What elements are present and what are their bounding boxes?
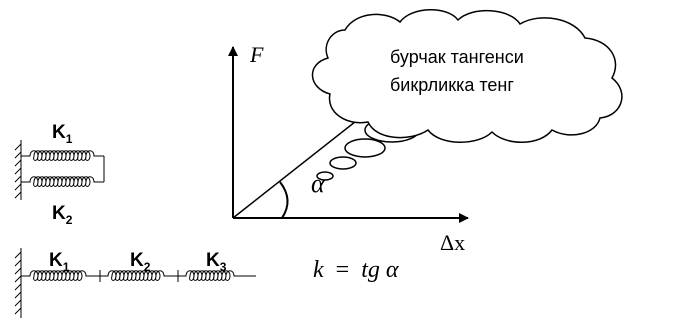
x-axis-label: Δx [440, 230, 465, 255]
parallel-k1-label: K1 [52, 122, 73, 146]
series-spring-k3-coil [178, 270, 256, 281]
cloud-text-line1: бурчак тангенси [390, 47, 524, 67]
force-graph: F Δx α k = tg α [228, 42, 469, 283]
formula-lhs: k [313, 257, 324, 283]
cloud-text-line2: бикрликка тенг [390, 75, 514, 95]
cloud-shape [311, 9, 623, 143]
formula: k = tg α [313, 257, 399, 283]
parallel-springs: K1 K2 [14, 122, 105, 227]
bubble-large [344, 138, 386, 158]
series-spring-k2-coil [100, 270, 178, 281]
series-k3-label: K3 [206, 250, 227, 274]
spring-k1-coil [21, 150, 104, 161]
series-springs: K1 K2 K3 [14, 248, 256, 318]
angle-arc [279, 181, 289, 219]
bubble-medium [329, 156, 357, 170]
formula-equals: = [336, 257, 350, 283]
formula-func: tg [361, 257, 380, 283]
bubble-small [316, 171, 334, 181]
formula-arg: α [386, 257, 399, 283]
x-axis-label-text: Δx [440, 230, 465, 255]
y-axis-label: F [249, 42, 264, 67]
wall-parallel [14, 140, 22, 200]
series-k1-label: K1 [49, 250, 70, 274]
series-k2-label: K2 [130, 250, 151, 274]
thought-cloud: бурчак тангенси бикрликка тенг [311, 9, 623, 181]
series-spring-k1-coil [21, 270, 100, 281]
spring-k2-coil [21, 176, 104, 187]
parallel-k2-label: K2 [52, 203, 73, 227]
wall-series [14, 248, 22, 318]
force-line [232, 117, 361, 219]
